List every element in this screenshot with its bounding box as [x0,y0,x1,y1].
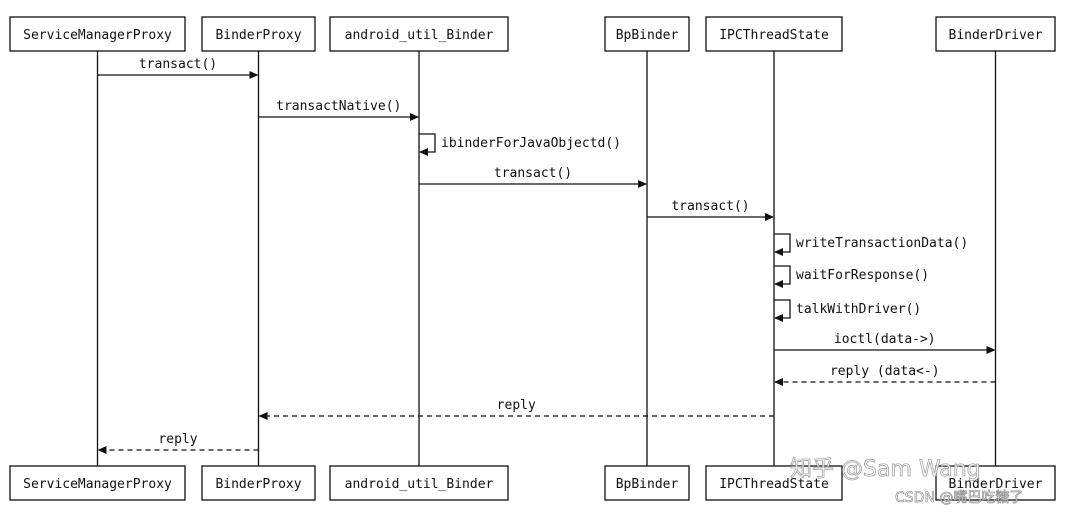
participant-box-aub-bottom [329,465,509,501]
participant-label-bp-bottom: BinderProxy [215,477,301,492]
participant-label-aub-bottom: android_util_Binder [345,477,494,492]
message-label-9: ioctl(data->) [834,332,936,347]
participant-box-drv-top [935,16,1056,52]
participant-box-aub-top [329,16,509,52]
participant-box-ipc-bottom [705,465,843,501]
message-label-3: ibinderForJavaObjectd() [441,136,621,151]
participant-box-bp-top [201,16,316,52]
participant-label-aub-top: android_util_Binder [345,28,494,43]
participant-box-drv-bottom [935,465,1056,501]
watermark-csdn: CSDN @嘴巴吃糖了 [895,490,1023,506]
participant-box-smp-top [9,16,186,52]
watermark-zhihu: 知乎 @Sam Wang [790,457,981,482]
participant-label-bpb-bottom: BpBinder [616,477,679,492]
participant-label-drv-top: BinderDriver [949,28,1043,43]
participant-box-bp-bottom [201,465,316,501]
participant-box-bpb-bottom [604,465,690,501]
message-arrow-self-3 [419,133,436,156]
messages: transact() transactNative() ibinderForJava… [97,57,996,454]
watermark: 知乎 @Sam Wang CSDN @嘴巴吃糖了 [790,457,1024,507]
message-label-1: transact() [139,57,217,72]
participant-label-bp-top: BinderProxy [215,28,301,43]
message-label-6: writeTransactionData() [796,236,968,251]
message-arrow-self-6 [774,233,791,256]
participant-box-ipc-top [705,16,843,52]
participant-label-smp-top: ServiceManagerProxy [23,28,172,43]
participant-label-drv-bottom: BinderDriver [949,477,1043,492]
participant-box-bpb-top [604,16,690,52]
participant-boxes: ServiceManagerProxyServiceManagerProxyBi… [9,16,1056,501]
participant-label-ipc-bottom: IPCThreadState [719,477,829,492]
participant-label-smp-bottom: ServiceManagerProxy [23,477,172,492]
message-label-4: transact() [494,166,572,181]
message-label-7: waitForResponse() [796,268,929,283]
message-label-5: transact() [671,199,749,214]
message-label-10: reply (data<-) [830,364,940,379]
message-label-11: reply [497,398,536,413]
message-label-12: reply [158,432,197,447]
message-arrow-self-7 [774,265,791,288]
participant-label-ipc-top: IPCThreadState [719,28,829,43]
message-arrow-self-8 [774,299,791,322]
lifelines [96,51,997,466]
participant-box-smp-bottom [9,465,186,501]
message-label-8: talkWithDriver() [796,302,921,317]
message-label-2: transactNative() [276,99,401,114]
participant-label-bpb-top: BpBinder [616,28,679,43]
